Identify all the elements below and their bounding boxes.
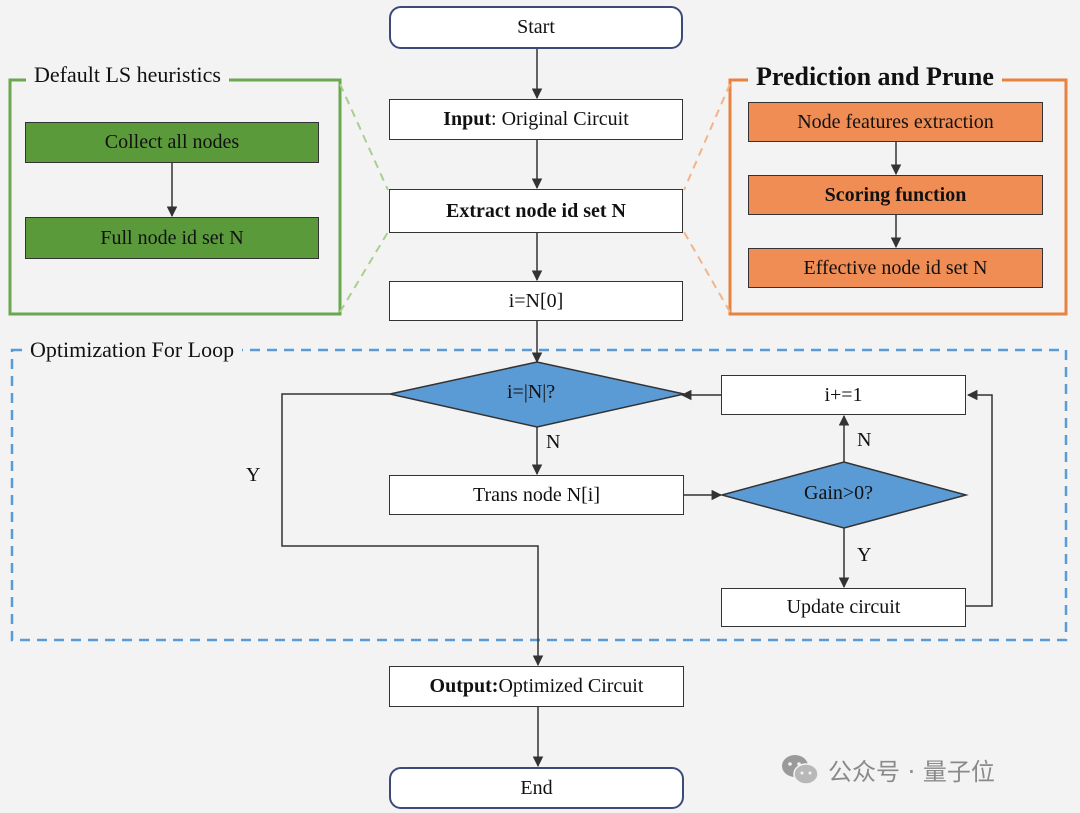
left-connector-top <box>339 83 389 191</box>
right-panel-title: Prediction and Prune <box>748 62 1002 92</box>
wechat-icon <box>782 754 819 785</box>
update-node: Update circuit <box>721 588 966 627</box>
init-label: i=N[0] <box>508 289 564 312</box>
gain-yes-label: Y <box>857 544 872 566</box>
condition-yes-label: Y <box>246 464 261 486</box>
watermark-text: 公众号 · 量子位 <box>828 758 995 786</box>
scoring-function-box: Scoring function <box>748 175 1043 215</box>
scoring-function-label: Scoring function <box>824 183 967 206</box>
left-connector-bottom <box>339 231 389 313</box>
collect-nodes-label: Collect all nodes <box>104 131 240 153</box>
start-node: Start <box>389 6 683 49</box>
input-label-bold: Input <box>443 108 492 130</box>
gain-diamond <box>719 461 969 529</box>
effective-node-set-box: Effective node id set N <box>748 248 1043 288</box>
full-node-set-label: Full node id set N <box>100 226 244 249</box>
input-label-rest: : Original Circuit <box>491 108 629 130</box>
extract-label: Extract node id set N <box>446 199 626 222</box>
init-node: i=N[0] <box>389 281 683 321</box>
full-node-set-box: Full node id set N <box>25 217 319 259</box>
input-node: Input: Original Circuit <box>389 99 683 140</box>
node-features-label: Node features extraction <box>797 110 994 133</box>
watermark: 公众号 · 量子位 <box>780 752 995 787</box>
trans-label: Trans node N[i] <box>472 483 601 506</box>
update-label: Update circuit <box>786 596 901 618</box>
condition-no-label: N <box>546 431 561 453</box>
output-node: Output: Optimized Circuit <box>389 666 684 707</box>
gain-no-label: N <box>857 429 872 451</box>
extract-node: Extract node id set N <box>389 189 683 233</box>
end-label: End <box>520 776 553 799</box>
effective-node-set-label: Effective node id set N <box>803 256 988 279</box>
start-label: Start <box>517 16 555 38</box>
output-label-rest: Optimized Circuit <box>498 675 644 697</box>
trans-node: Trans node N[i] <box>389 475 684 515</box>
left-panel-frame <box>8 78 342 316</box>
condition-diamond <box>389 361 685 428</box>
loop-frame <box>10 348 1068 642</box>
collect-nodes-box: Collect all nodes <box>25 122 319 163</box>
edge-condition-output <box>281 393 544 667</box>
left-panel-title: Default LS heuristics <box>26 62 229 88</box>
right-connector-bottom <box>683 231 731 313</box>
increment-node: i+=1 <box>721 375 966 415</box>
end-node: End <box>389 767 684 809</box>
output-label-bold: Output: <box>429 675 499 697</box>
right-connector-top <box>683 83 731 191</box>
loop-panel-title: Optimization For Loop <box>22 337 243 363</box>
condition-label: i=|N|? <box>507 381 556 403</box>
edge-update-increment <box>966 389 993 607</box>
increment-label: i+=1 <box>824 383 863 406</box>
gain-label: Gain>0? <box>804 482 874 504</box>
node-features-box: Node features extraction <box>748 102 1043 142</box>
